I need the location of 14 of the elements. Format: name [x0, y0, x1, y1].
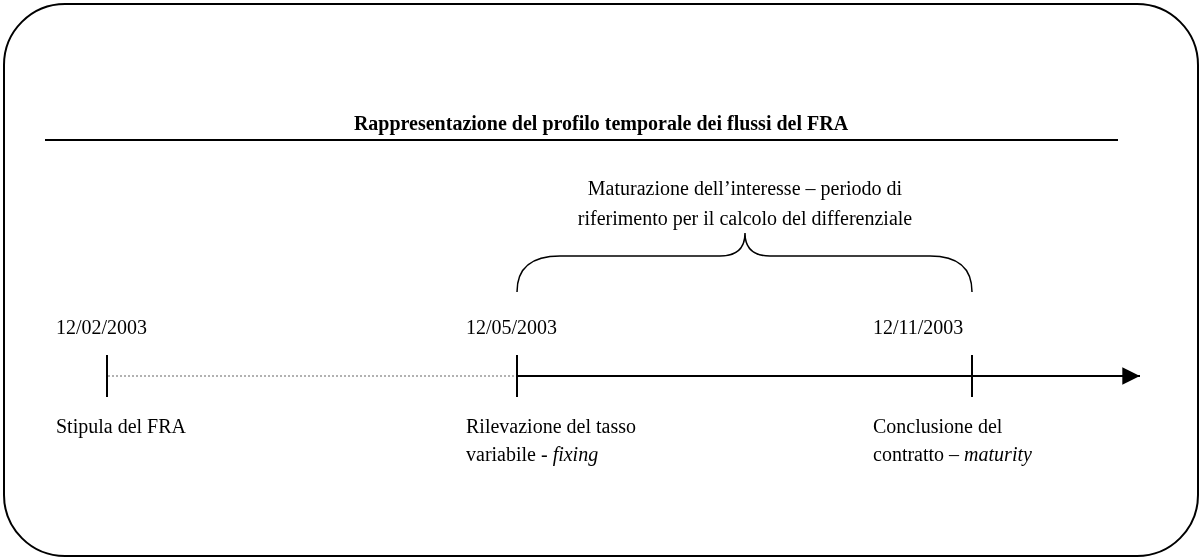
timeline-segment [107, 375, 517, 377]
diagram-title: Rappresentazione del profilo temporale dei flussi del FRA [352, 112, 850, 135]
date-label: 12/11/2003 [873, 315, 964, 339]
event-description: Rilevazione del tasso variabile - fixing [466, 414, 637, 468]
timeline-tick [971, 355, 973, 397]
period-caption: Maturazione dell’interesse – periodo di riferimento per il calcolo del differenziale [576, 176, 914, 232]
date-label: 12/02/2003 [56, 315, 148, 339]
event-description: Conclusione del contratto – maturity [873, 414, 1033, 468]
event-description: Stipula del FRA [56, 414, 187, 440]
timeline-tick [106, 355, 108, 397]
timeline-tick [516, 355, 518, 397]
timeline-arrow [972, 367, 1141, 385]
timeline-segment [517, 375, 972, 377]
date-label: 12/05/2003 [466, 315, 558, 339]
